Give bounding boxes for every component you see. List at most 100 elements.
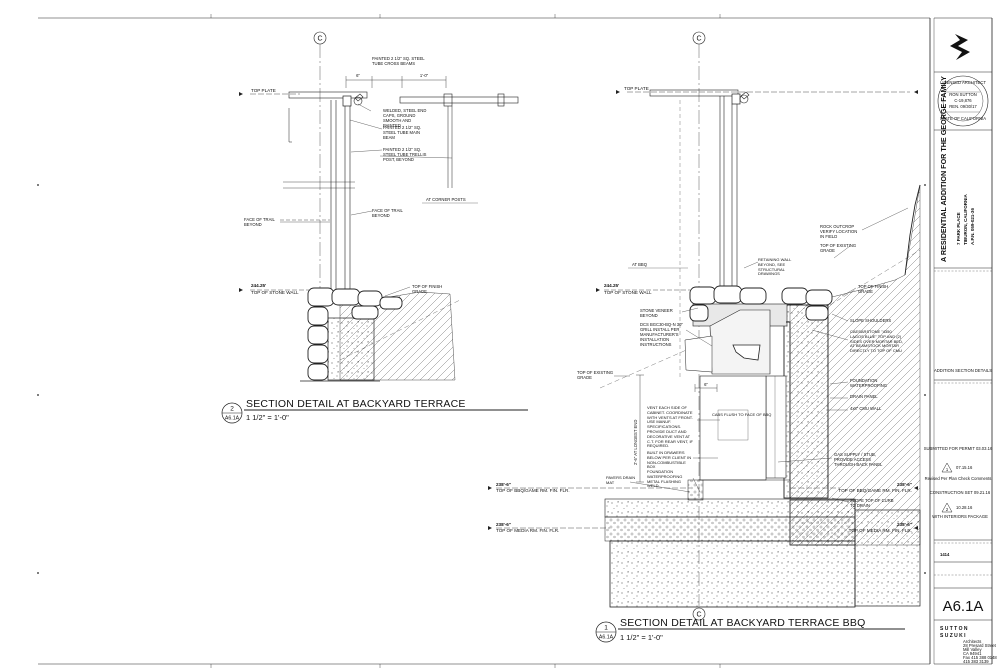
project-address: 7 PARK PLACE (956, 212, 961, 245)
at-bbq-label: AT BBQ (632, 262, 648, 267)
note-right-existing-grade: TOP OF EXISTING GRADE (820, 243, 857, 253)
firm-block: S U T T O N S U Z U K I Architects 28 Pr… (940, 626, 997, 664)
detail-1-title: 1 A6.1A SECTION DETAIL AT BACKYARD TERRA… (595, 617, 905, 643)
note-main-beam: PAINTED 2 1/2" SQ. STEEL TUBE MAIN BEAM (383, 125, 422, 140)
note-drawers: BUILT IN DRAWERS BELOW PER CLIENT IN NON… (647, 451, 692, 470)
firm-name-line-2: S U Z U K I (940, 633, 966, 639)
detail-2-title: 2 A6.1A SECTION DETAIL AT BACKYARD TERRA… (221, 398, 528, 424)
construction-set: CONSTRUCTION SET 09.21.16 (930, 490, 991, 495)
sheet-border (37, 14, 993, 668)
note-cross-beams: PAINTED 2 1/2" SQ. STEEL TUBE CROSS BEAM… (372, 56, 425, 66)
bbq-top-plate-label: TOP PLATE (624, 86, 649, 91)
detail-1-number: 1 (604, 625, 608, 632)
lvl-bbq-left-elev: 238'-6" (496, 482, 511, 487)
firm-detail-2: 28 Presard Street (963, 643, 997, 648)
trellis-notes: PAINTED 2 1/2" SQ. STEEL TUBE CROSS BEAM… (244, 56, 443, 294)
stamp-line-3: C-19,876 (954, 98, 972, 103)
grid-line-c: C (313, 31, 327, 380)
note-trellis-post: PAINTED 2 1/2" SQ. STEEL TUBE TRELLIS PO… (383, 147, 427, 162)
note-rock-outcrop: ROCK OUTCROP VERIFY LOCATION IN FIELD (820, 224, 858, 239)
architect-stamp: LICENSED ARCHITECT RON SUTTON C-19,876 R… (937, 75, 989, 127)
firm-detail-5: Fax 415 388 0148 (963, 655, 997, 660)
note-gas-supply: GAS SUPPLY / STUB, PROVIDE ACCESS THROUG… (834, 452, 883, 467)
sheet-number: A6.1A (943, 598, 984, 615)
note-retaining-wall: RETAINING WALL BEYOND, SEE STRUCTURAL DR… (758, 258, 792, 277)
bbq-left-leaders (614, 307, 720, 493)
bbq-left-notes: STONE VENEER BEYOND DCS BGC30-BQ-N 30" G… (577, 308, 694, 489)
revision-2-desc: WITH INTERIORS PACKAGE (932, 514, 988, 519)
note-grill: DCS BGC30-BQ-N 30" GRILL INSTALL PER MAN… (640, 322, 683, 347)
project-title-text: A RESIDENTIAL ADDITION FOR THE GEORGE FA… (939, 76, 948, 262)
firm-detail-1: Architects (963, 639, 981, 644)
note-caesarstone: CAESARSTONE "4350 LAGOS BLUE" TOP AND (2… (850, 330, 903, 354)
note-vent: VENT EACH SIDE OF CABINET. COORDINATE WI… (647, 406, 694, 449)
stamp-line-4: REN. 09/30/17 (949, 104, 977, 109)
stone-wall-section (300, 287, 461, 382)
revision-1-delta (941, 462, 953, 473)
note-flashing: FOUNDATION WATERPROOFING METAL FLASHING … (647, 470, 683, 489)
bbq-dim-6in: 6" (704, 382, 708, 387)
note-existing-grade: TOP OF EXISTING GRADE (577, 370, 614, 380)
section-detail-bbq: C C TOP PLATE AT BBQ 244.25' TOP OF STON… (488, 31, 921, 643)
lvl-media-left-label: TOP OF MEDIA RM. FIN. FLR. (496, 528, 559, 533)
wall-elev: 244.25' (251, 283, 266, 288)
bbq-right-leaders (777, 207, 909, 503)
revision-2-date: 10.28.16 (956, 505, 973, 510)
trellis-leaders (280, 103, 453, 297)
revision-list: SUBMITTED FOR PERMIT 03.03.16 1 07.15.16… (924, 446, 993, 519)
detail-2-title-text: SECTION DETAIL AT BACKYARD TERRACE (246, 398, 466, 410)
detail-2-number: 2 (230, 406, 234, 413)
lvl-media-left-elev: 238'-6" (496, 522, 511, 527)
trellis-dimensions (345, 76, 447, 88)
wall-label: TOP OF STONE WALL (251, 290, 299, 295)
revision-2-delta (941, 502, 953, 513)
lvl-media-right-label: TOP OF MEDIA RM. FIN. FLR. (849, 528, 912, 533)
detail-2-sheet-ref: A6.1A (225, 416, 240, 422)
note-right-finish-grade: TOP OF FINISH GRADE (858, 284, 889, 294)
note-right-waterproofing: FOUNDATION WATERPROOFING (850, 378, 887, 388)
lvl-bbq-right-elev: 238'-6" (897, 482, 912, 487)
stamp-line-2: RON SUTTON (949, 92, 977, 97)
revision-1-desc: Revised Per Plan Check Comments (925, 476, 992, 481)
title-block: LICENSED ARCHITECT RON SUTTON C-19,876 R… (924, 34, 997, 664)
stamp-line-1: LICENSED ARCHITECT (940, 80, 986, 85)
firm-detail-4: CA 94941 (963, 651, 982, 656)
dim-1ft: 1'-0" (420, 73, 429, 78)
bbq-right-notes: ROCK OUTCROP VERIFY LOCATION IN FIELD TO… (820, 224, 903, 508)
firm-detail-3: Mill Valley (963, 647, 982, 652)
detail-2-scale: 1 1/2" = 1'-0" (246, 413, 289, 422)
project-apn: A.P.N. 059-021-36 (970, 208, 975, 245)
bbq-wall-elev: 244.25' (604, 283, 619, 288)
sheet-description: ADDITION SECTION DETAILS (934, 368, 992, 373)
project-city: TIBURON, CALIFORNIA (963, 194, 968, 245)
firm-detail-6: 415 383 3139 (963, 659, 989, 664)
lvl-bbq-right-label: TOP OF BBQ/GAME RM. FIN. FLR. (838, 488, 912, 493)
project-title: A RESIDENTIAL ADDITION FOR THE GEORGE FA… (939, 76, 975, 262)
detail-1-scale: 1 1/2" = 1'-0" (620, 633, 663, 642)
note-cabs-flush: CABS FLUSH TO FACE OF BBQ (712, 413, 772, 417)
trellis-structure (280, 91, 519, 290)
stamp-line-5: STATE OF CALIFORNIA (940, 116, 986, 121)
submittal-label: SUBMITTED FOR PERMIT 03.03.16 (924, 446, 993, 451)
note-face-trail-right: FACE OF TRAIL BEYOND (372, 208, 403, 218)
bbq-trellis (649, 89, 750, 380)
dim-6in: 6" (356, 73, 360, 78)
svg-text:C: C (317, 36, 322, 43)
lvl-media-right-elev: 238'-6" (897, 522, 912, 527)
note-cmu-wall: 4x8" CMU WALL (850, 406, 882, 411)
top-plate-label: TOP PLATE (251, 88, 276, 93)
detail-1-title-text: SECTION DETAIL AT BACKYARD TERRACE BBQ (620, 617, 865, 629)
note-slope-curb: SLOPE TOP OF CURB TO DRAIN (850, 498, 894, 508)
firm-name-line-1: S U T T O N (940, 626, 968, 632)
note-drain-panel: DRAIN PANEL (850, 394, 878, 399)
revision-2-number: 2 (946, 507, 949, 512)
detail-1-sheet-ref: A6.1A (599, 635, 614, 641)
revision-1-date: 07.15.16 (956, 465, 973, 470)
at-corner-posts-label: AT CORNER POSTS (426, 197, 466, 202)
bbq-wall-label: TOP OF STONE WALL (604, 290, 652, 295)
note-stone-veneer: STONE VENEER BEYOND (640, 308, 673, 318)
note-finish-grade: TOP OF FINISH GRADE (412, 284, 443, 294)
job-number: 1414 (940, 552, 950, 557)
note-slope-shoulders: SLOPE SHOULDERS (850, 318, 892, 323)
